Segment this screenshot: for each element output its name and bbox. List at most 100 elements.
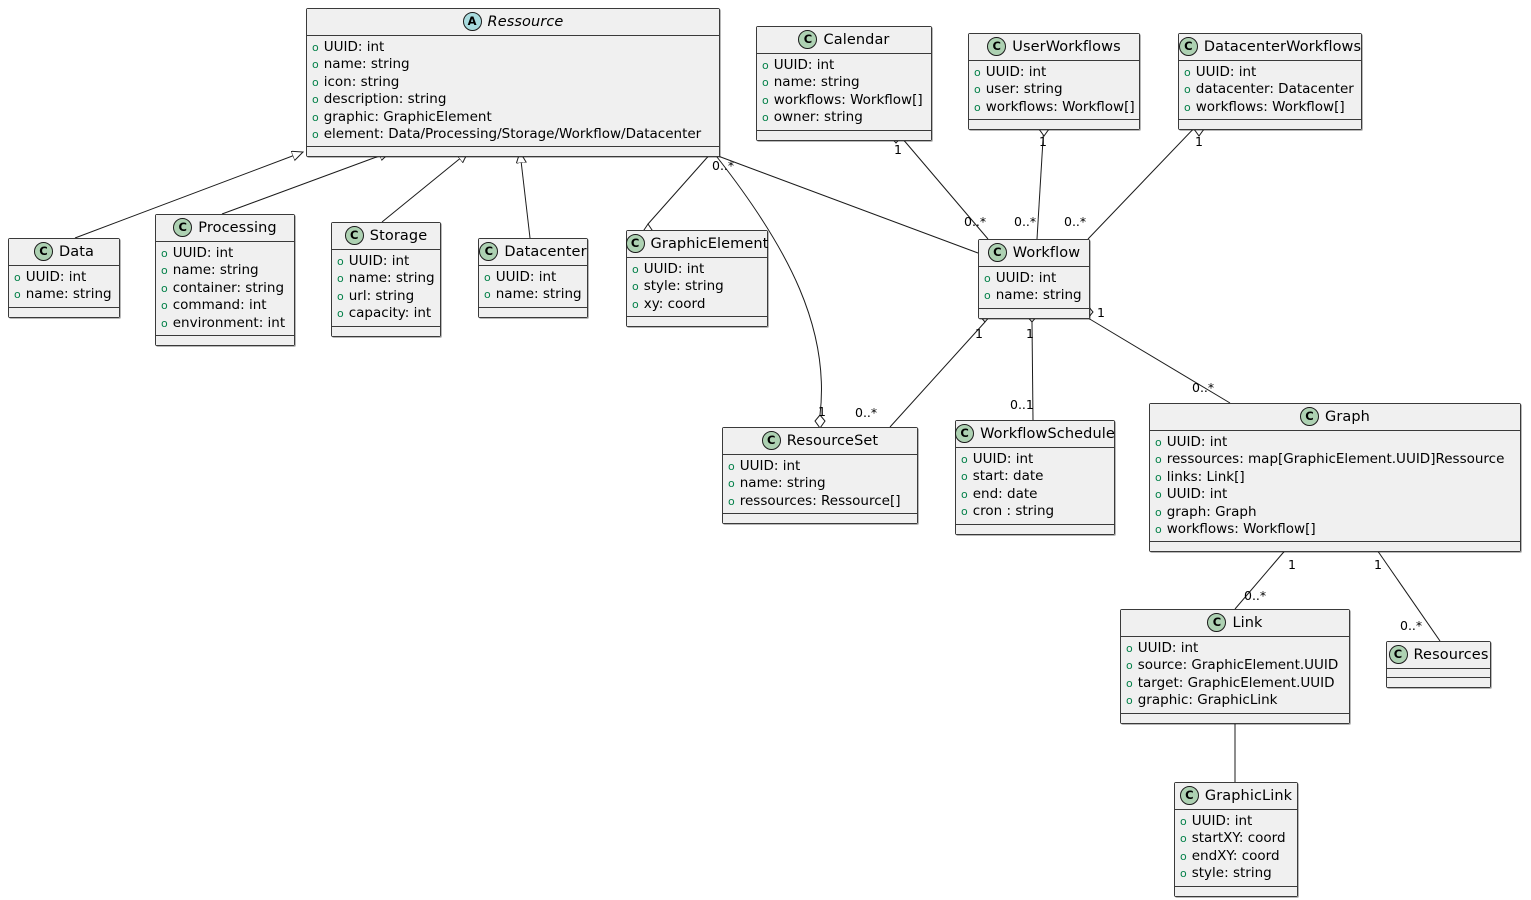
attribute-text: icon: string <box>323 73 400 90</box>
class-methods-resources <box>1387 678 1490 687</box>
attribute-text: style: string <box>643 278 724 295</box>
visibility-public-icon: o <box>312 41 319 54</box>
attribute-text: start: date <box>972 468 1044 485</box>
class-icon: C <box>987 37 1007 56</box>
class-icon: C <box>798 30 818 49</box>
attribute-text: UUID: int <box>25 269 87 285</box>
attribute-text: graphic: GraphicElement <box>323 108 492 125</box>
class-icon: C <box>1300 407 1319 426</box>
visibility-public-icon: o <box>161 299 168 313</box>
multiplicity-label-schedule-01: 0..1 <box>1010 397 1034 412</box>
attribute-text: graphic: GraphicLink <box>1137 692 1278 709</box>
attribute-text: name: string <box>348 270 435 287</box>
attribute-text: UUID: int <box>1191 813 1253 829</box>
class-icon: C <box>625 234 645 253</box>
class-methods-storage <box>332 326 440 336</box>
attribute-row: o datacenter: Datacenter <box>1184 81 1355 98</box>
class-icon: C <box>173 218 193 237</box>
class-header-processing: C Processing <box>156 215 294 242</box>
visibility-public-icon: o <box>1126 659 1133 673</box>
attribute-row: o start: date <box>961 468 1108 485</box>
class-methods-datacenter <box>479 307 587 317</box>
visibility-public-icon: o <box>961 505 968 519</box>
visibility-public-icon: o <box>1180 867 1187 881</box>
class-title-storage: Storage <box>369 227 428 244</box>
visibility-public-icon: o <box>1155 523 1162 537</box>
visibility-public-icon: o <box>961 470 968 484</box>
visibility-public-icon: o <box>632 280 639 294</box>
visibility-public-icon: o <box>1155 505 1162 519</box>
visibility-public-icon: o <box>1180 815 1187 828</box>
class-title-processing: Processing <box>198 219 277 236</box>
attribute-text: xy: coord <box>643 295 706 312</box>
class-title-data: Data <box>58 243 95 260</box>
visibility-public-icon: o <box>161 264 168 278</box>
visibility-public-icon: o <box>1180 849 1187 863</box>
attribute-text: container: string <box>172 279 285 296</box>
visibility-public-icon: o <box>1184 66 1191 79</box>
attribute-text: name: string <box>172 262 259 279</box>
multiplicity-label-graph-0star: 0..* <box>1192 380 1215 395</box>
visibility-public-icon: o <box>1126 676 1133 690</box>
class-methods-graphiclink <box>1175 886 1297 896</box>
class-methods-graph <box>1150 542 1520 552</box>
attribute-text: startXY: coord <box>1191 830 1286 847</box>
visibility-public-icon: o <box>1126 694 1133 708</box>
visibility-public-icon: o <box>1155 436 1162 449</box>
attribute-text: url: string <box>348 287 415 304</box>
class-title-workflowschedule: WorkflowSchedule <box>980 425 1115 442</box>
attribute-text: owner: string <box>773 109 863 126</box>
visibility-public-icon: o <box>1184 83 1191 97</box>
visibility-public-icon: o <box>984 289 991 303</box>
attribute-text: description: string <box>323 91 447 108</box>
attribute-text: datacenter: Datacenter <box>1195 81 1354 98</box>
attribute-text: UUID: int <box>995 270 1057 286</box>
attribute-text: UUID: int <box>172 245 234 261</box>
multiplicity-label-datacenterworkflows-1: 1 <box>1195 134 1203 149</box>
attribute-row: o graphic: GraphicElement <box>312 109 713 126</box>
attribute-text: UUID: int <box>1137 640 1199 656</box>
multiplicity-label-ressource-0star: 0..* <box>712 158 735 173</box>
class-methods-processing <box>156 336 294 346</box>
visibility-public-icon: o <box>312 110 319 124</box>
attribute-text: UUID: int <box>495 269 557 285</box>
visibility-public-icon: o <box>728 477 735 491</box>
